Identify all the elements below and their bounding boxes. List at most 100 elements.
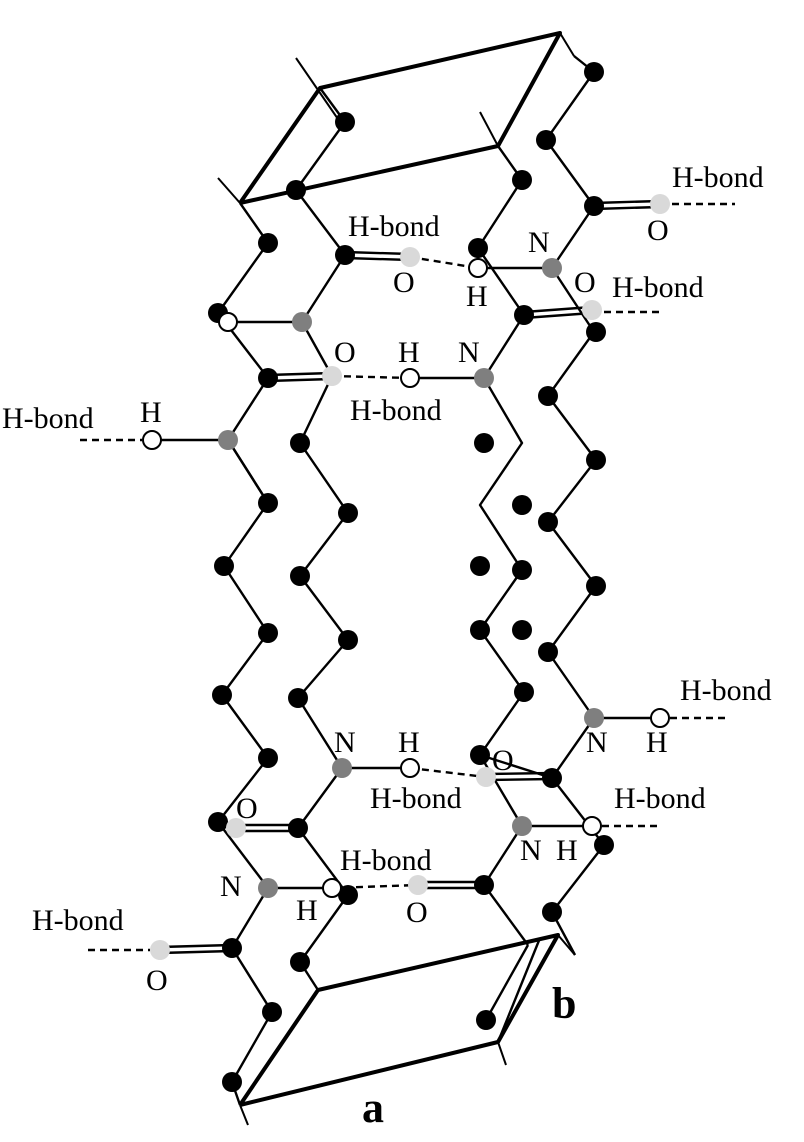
- carbon-atom: [512, 620, 532, 640]
- carbonyl-double-bond: [593, 205, 661, 211]
- carbon-atom: [538, 386, 558, 406]
- nitrogen-label: N: [528, 226, 550, 259]
- carbon-atom: [542, 768, 562, 788]
- unit-cell-edge: [496, 937, 542, 1043]
- hydrogen-bonds: [80, 202, 735, 952]
- carbonyl-double-bond: [485, 771, 553, 776]
- oxygen-atom: [226, 818, 246, 838]
- carbon-atom: [594, 835, 614, 855]
- h-bond-label: H-bond: [2, 402, 94, 435]
- carbon-atom: [476, 1010, 496, 1030]
- atoms: [142, 62, 670, 1092]
- unit-cell-edge: [239, 1104, 249, 1126]
- chain-2-segment: [295, 189, 350, 769]
- oxygen-atom: [650, 194, 670, 214]
- nitrogen-label: N: [220, 870, 242, 903]
- hydrogen-atom: [322, 878, 342, 898]
- nitrogen-atom: [512, 816, 532, 836]
- h-bond-label: H-bond: [340, 844, 432, 877]
- chain-1-segment: [217, 821, 269, 889]
- h-bond-label: H-bond: [612, 271, 704, 304]
- carbon-atom: [584, 196, 604, 216]
- hydrogen-atom: [650, 708, 670, 728]
- hydrogen-label: H: [646, 726, 668, 759]
- carbon-atom: [262, 1002, 282, 1022]
- carbon-atom: [538, 642, 558, 662]
- carbon-atom: [290, 952, 310, 972]
- carbon-atom: [474, 875, 494, 895]
- oxygen-label: O: [334, 336, 356, 369]
- carbon-atom: [258, 233, 278, 253]
- carbon-atom: [338, 885, 358, 905]
- carbon-atom: [468, 238, 488, 258]
- h-bond-label: H-bond: [32, 904, 124, 937]
- oxygen-label: O: [574, 266, 596, 299]
- oxygen-label: O: [492, 744, 514, 777]
- carbonyl-double-bond: [267, 377, 333, 383]
- carbon-atom: [290, 433, 310, 453]
- atom-labels: H-bondH-bondH-bondH-bondH-bondH-bondH-bo…: [2, 161, 772, 1132]
- carbon-atom: [536, 130, 556, 150]
- carbon-atom: [222, 1072, 242, 1092]
- carbonyl-double-bond: [267, 371, 333, 377]
- carbon-atom: [258, 748, 278, 768]
- carbonyl-double-bond: [159, 949, 233, 955]
- carbon-atom: [208, 812, 228, 832]
- carbon-atom: [514, 305, 534, 325]
- carbon-atom: [338, 503, 358, 523]
- axis-a-label: a: [362, 1083, 384, 1132]
- unit-cell-edge: [217, 177, 241, 204]
- carbon-atom: [214, 556, 234, 576]
- carbon-atom: [290, 566, 310, 586]
- carbonyl-double-bond: [344, 256, 411, 262]
- h-bond-label: H-bond: [350, 394, 442, 427]
- oxygen-atom: [400, 247, 420, 267]
- h-bond-label: H-bond: [370, 782, 462, 815]
- unit-cell-edge: [295, 57, 341, 123]
- carbon-atom: [470, 745, 490, 765]
- carbon-atom: [586, 450, 606, 470]
- axis-b-label: b: [552, 979, 576, 1028]
- carbon-atom: [538, 512, 558, 532]
- unit-cell-edge: [559, 32, 575, 57]
- hydrogen-label: H: [296, 894, 318, 927]
- oxygen-label: O: [146, 964, 168, 997]
- carbon-atom: [258, 623, 278, 643]
- carbon-atom: [584, 62, 604, 82]
- carbon-atom: [474, 433, 494, 453]
- h-bond-label: H-bond: [348, 210, 440, 243]
- nitrogen-atom: [332, 758, 352, 778]
- oxygen-atom: [476, 767, 496, 787]
- carbon-atom: [586, 576, 606, 596]
- hydrogen-atom: [218, 312, 238, 332]
- nitrogen-atom: [584, 708, 604, 728]
- nitrogen-atom: [292, 312, 312, 332]
- carbon-atom: [335, 112, 355, 132]
- nitrogen-atom: [258, 878, 278, 898]
- carbon-atom: [470, 620, 490, 640]
- unit-cell-edge: [479, 111, 499, 147]
- hydrogen-bond-dash: [409, 766, 487, 779]
- carbon-atom: [286, 180, 306, 200]
- carbon-atom: [512, 560, 532, 580]
- oxygen-atom: [150, 940, 170, 960]
- nitrogen-label: N: [458, 336, 480, 369]
- hydrogen-atom: [400, 758, 420, 778]
- oxygen-label: O: [406, 896, 428, 929]
- carbon-atom: [512, 170, 532, 190]
- hydrogen-label: H: [466, 280, 488, 313]
- carbon-atom: [288, 688, 308, 708]
- oxygen-atom: [582, 300, 602, 320]
- oxygen-atom: [408, 875, 428, 895]
- carbonyl-double-bond: [593, 199, 661, 205]
- carbon-atom: [258, 493, 278, 513]
- hydrogen-bond-dash: [409, 255, 479, 270]
- hydrogen-atom: [400, 368, 420, 388]
- h-bond-label: H-bond: [672, 161, 764, 194]
- oxygen-label: O: [647, 214, 669, 247]
- hydrogen-atom: [142, 430, 162, 450]
- oxygen-atom: [322, 366, 342, 386]
- hydrogen-label: H: [556, 834, 578, 867]
- nitrogen-label: N: [334, 726, 356, 759]
